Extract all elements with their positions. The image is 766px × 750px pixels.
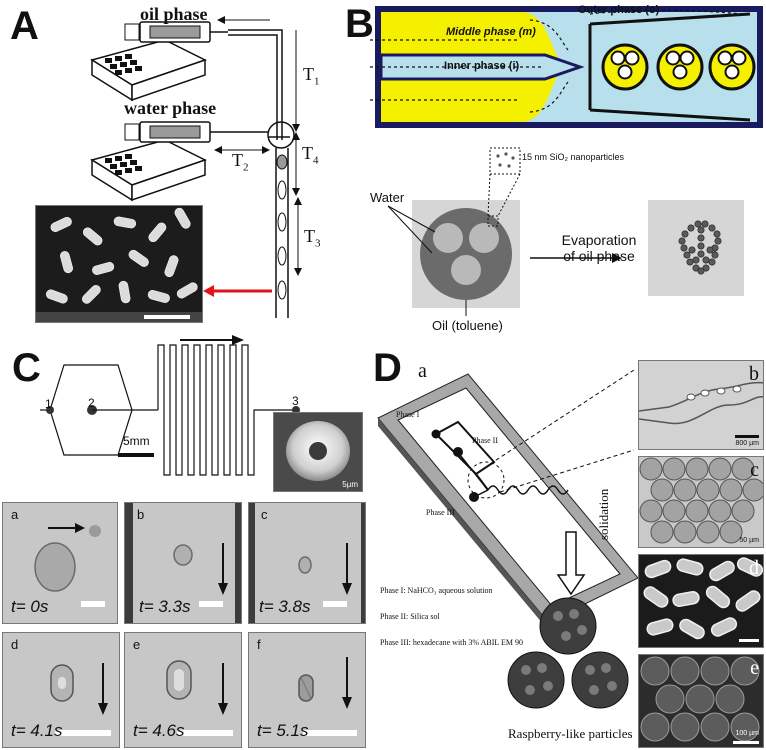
d-sub-a: a — [418, 360, 427, 382]
node-3-label: 3 — [292, 394, 299, 408]
d-sub-b: b — [749, 363, 759, 385]
scale-c-label: 50 µm — [739, 537, 759, 544]
oil-syringe-pump — [90, 21, 228, 102]
frame-b: b t= 3.3s — [124, 502, 242, 624]
water-syringe-pump — [90, 121, 268, 202]
panel-a-diagram — [90, 16, 302, 318]
t4-label: T4 — [302, 143, 319, 167]
donut-scale-label: 5µm — [342, 480, 358, 489]
inner-phase-label: Inner phase (i) — [444, 60, 520, 72]
panel-b-letter: B — [345, 2, 374, 46]
micrograph-e: e 100 µm — [638, 654, 764, 748]
t2-label: T2 — [232, 150, 249, 174]
frame-d: d t= 4.1s — [2, 632, 120, 748]
panel-d-letter: D — [373, 346, 402, 390]
frame-e: e t= 4.6s — [124, 632, 242, 748]
frame-a: a t= 0s — [2, 502, 118, 624]
middle-phase-label: Middle phase (m) — [446, 26, 536, 38]
phase-3-label: Phase III — [426, 508, 455, 517]
legend-phase-2: Phase II: Silica sol — [380, 612, 440, 621]
legend-phase-1: Phase I: NaHCO₃ aqueous solution — [380, 586, 493, 595]
micrograph-c: c 50 µm — [638, 456, 764, 548]
panel-c-letter: C — [12, 346, 41, 390]
flow-focusing-chip — [377, 370, 639, 709]
water-label: Water — [370, 190, 405, 205]
scale-b-label: 800 µm — [735, 440, 760, 447]
donut-particle-micrograph: 5µm — [273, 412, 363, 492]
solidation-label: solidation — [596, 488, 611, 540]
oil-phase-label: oil phase — [140, 4, 208, 24]
rod-particles-micrograph — [35, 205, 203, 323]
water-phase-label: water phase — [124, 98, 217, 118]
scale-e-label: 100 µm — [735, 730, 760, 737]
micrograph-b: b 800 µm — [638, 360, 764, 450]
outer-phase-label: Outer phase (o) — [578, 4, 660, 16]
t1-label: T1 — [303, 64, 320, 88]
d-sub-e: e — [750, 657, 759, 679]
micrograph-d: d — [638, 554, 764, 648]
scale-5mm-label: 5mm — [123, 434, 150, 448]
node-1-label: 1 — [45, 397, 52, 411]
oil-toluene-label: Oil (toluene) — [432, 318, 503, 333]
frame-f: f t= 5.1s — [248, 632, 366, 748]
raspberry-label: Raspberry-like particles — [508, 726, 633, 741]
d-sub-d: d — [749, 557, 759, 579]
raspberry-particles — [507, 597, 629, 709]
serpentine-chip-diagram — [40, 335, 300, 476]
coflow-device-diagram — [370, 6, 763, 128]
panel-a-letter: A — [10, 4, 39, 48]
phase-1-label: Phase I — [396, 410, 420, 419]
legend-phase-3: Phase III: hexadecane with 3% ABIL EM 90 — [380, 638, 523, 647]
evaporation-label: Evaporation of oil phase — [561, 232, 637, 264]
frame-c: c t= 3.8s — [248, 502, 366, 624]
nanoparticles-label: 15 nm SiO₂ nanoparticles — [522, 152, 625, 162]
t3-label: T3 — [304, 226, 321, 250]
node-2-label: 2 — [88, 396, 95, 410]
d-sub-c: c — [750, 459, 759, 481]
phase-2-label: Phase II — [472, 436, 498, 445]
evaporation-schematic — [387, 147, 744, 316]
